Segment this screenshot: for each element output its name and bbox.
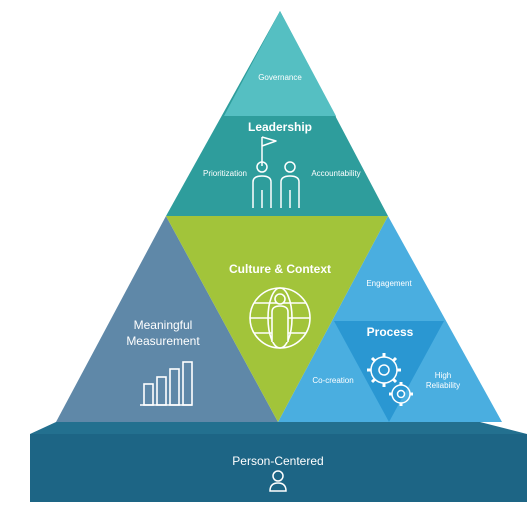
process-section bbox=[278, 216, 502, 422]
leadership-label-triangle bbox=[224, 116, 336, 219]
globe-person-icon bbox=[249, 287, 311, 349]
person-icon bbox=[269, 470, 287, 492]
co-creation-label: Co-creation bbox=[312, 376, 354, 385]
leadership-subtriangle bbox=[224, 11, 336, 116]
engagement-label: Engagement bbox=[366, 279, 412, 288]
culture-context-title: Culture & Context bbox=[229, 262, 331, 276]
measurement-section bbox=[56, 216, 278, 422]
base-platform-top bbox=[30, 422, 527, 434]
measurement-title-line2: Measurement bbox=[126, 334, 200, 348]
bar-chart-icon bbox=[140, 361, 193, 406]
base-platform-front bbox=[30, 434, 527, 502]
prioritization-label: Prioritization bbox=[202, 169, 247, 178]
measurement-title-line1: Meaningful bbox=[133, 318, 193, 332]
process-title: Process bbox=[366, 325, 414, 339]
governance-label: Governance bbox=[258, 73, 302, 82]
high-reliability-line2: Reliability bbox=[425, 381, 461, 390]
people-with-flag-icon bbox=[252, 136, 300, 208]
gears-icon bbox=[367, 353, 413, 406]
person-centered-title: Person-Centered bbox=[232, 454, 324, 468]
leadership-title: Leadership bbox=[247, 120, 313, 134]
accountability-label: Accountability bbox=[311, 169, 361, 178]
high-reliability-line1: High bbox=[434, 371, 452, 380]
